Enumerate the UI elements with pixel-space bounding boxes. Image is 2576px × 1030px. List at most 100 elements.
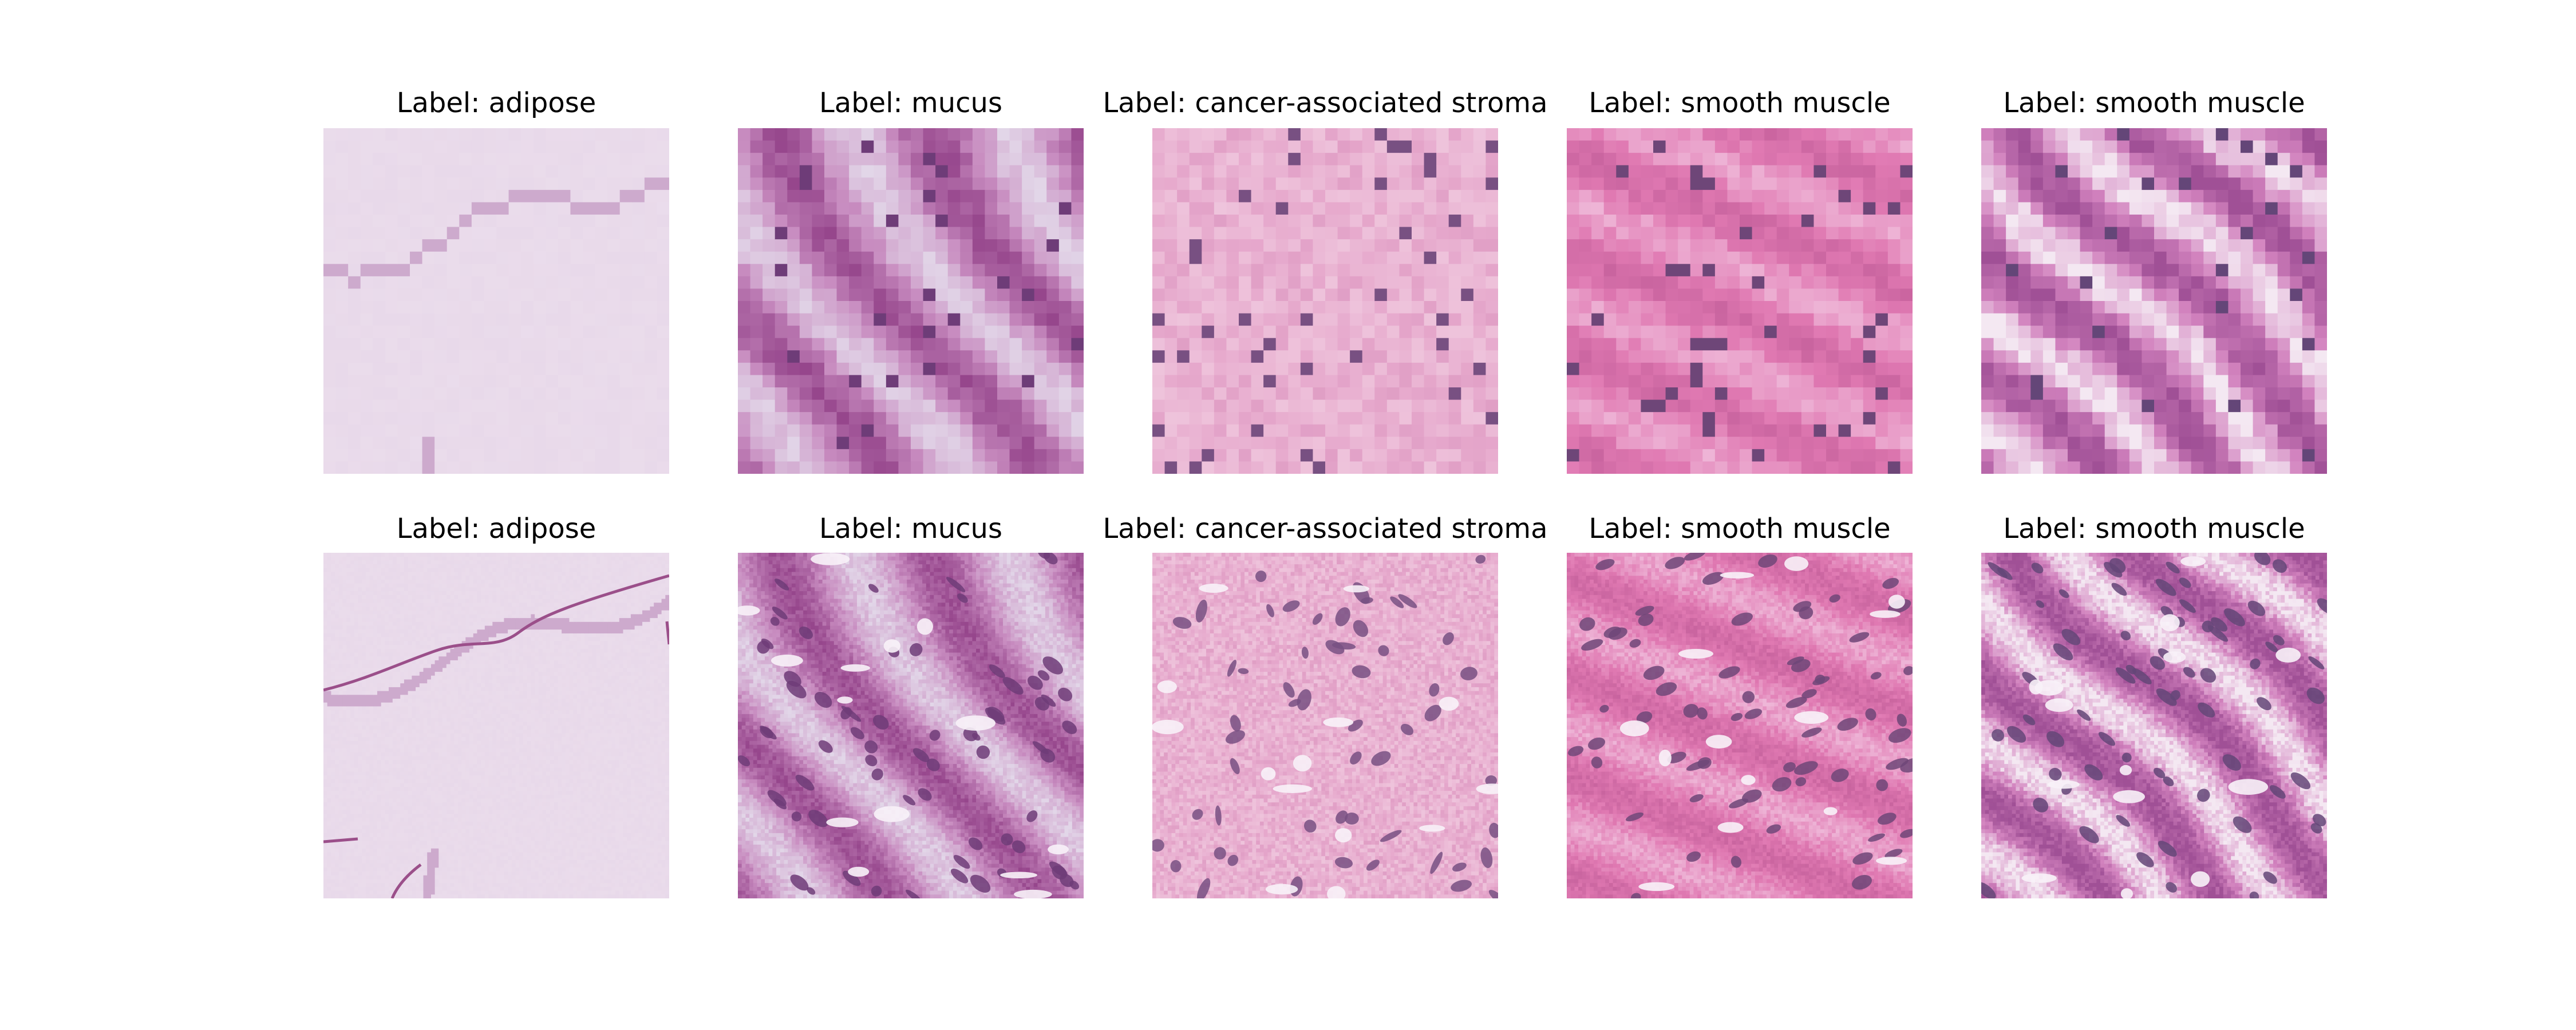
- pixel-cell: [2277, 264, 2290, 277]
- pixel-cell: [1603, 399, 1617, 413]
- pixel-cell: [2166, 140, 2179, 153]
- pixel-cell: [619, 140, 633, 153]
- pixel-cell: [360, 362, 373, 376]
- pixel-cell: [1152, 202, 1165, 215]
- pixel-cell: [1288, 165, 1301, 178]
- texture-cell: [338, 568, 343, 573]
- pixel-cell: [2215, 387, 2229, 401]
- texture-cell: [331, 641, 335, 645]
- pixel-cell: [422, 276, 435, 290]
- pixel-cell: [1993, 227, 2006, 240]
- pixel-cell: [1412, 424, 1425, 437]
- pixel-cell: [2104, 264, 2117, 277]
- pixel-cell: [1362, 301, 1375, 314]
- pixel-cell: [1981, 350, 1994, 363]
- pixel-cell: [997, 128, 1010, 141]
- texture-cell: [342, 852, 347, 857]
- pixel-cell: [812, 153, 825, 166]
- pixel-cell: [886, 338, 899, 351]
- pixel-cell: [2179, 251, 2192, 264]
- pixel-cell: [2104, 387, 2117, 401]
- texture-cell: [350, 668, 355, 672]
- pixel-cell: [762, 140, 776, 153]
- pixel-cell: [1887, 189, 1901, 203]
- texture-cell: [350, 572, 355, 576]
- pixel-cell: [923, 128, 936, 141]
- pixel-cell: [1740, 449, 1753, 462]
- pixel-cell: [2277, 375, 2290, 388]
- pixel-cell: [2018, 313, 2031, 326]
- pixel-cell: [1776, 461, 1789, 474]
- pixel-cell: [1887, 461, 1901, 474]
- pixel-cell: [335, 313, 349, 326]
- texture-cell: [350, 825, 355, 830]
- pixel-cell: [1436, 461, 1449, 474]
- pixel-cell: [1399, 362, 1412, 376]
- pixel-cell: [1814, 140, 1827, 153]
- pixel-cell: [1789, 251, 1802, 264]
- pixel-cell: [496, 461, 509, 474]
- pixel-cell: [750, 387, 763, 401]
- pixel-cell: [1399, 301, 1412, 314]
- texture-cell: [358, 706, 362, 711]
- pixel-cell: [1678, 276, 1691, 290]
- texture-cell: [350, 695, 355, 699]
- pixel-cell: [348, 239, 361, 252]
- texture-cell: [331, 806, 335, 811]
- pixel-cell: [2154, 301, 2167, 314]
- pixel-cell: [2154, 165, 2167, 178]
- pixel-cell: [2104, 399, 2117, 413]
- pixel-cell: [410, 412, 423, 425]
- pixel-cell: [1058, 189, 1072, 203]
- pixel-cell: [2253, 437, 2266, 450]
- pixel-cell: [385, 313, 398, 326]
- pixel-cell: [533, 350, 546, 363]
- pixel-cell: [2030, 276, 2044, 290]
- pixel-cell: [1386, 165, 1400, 178]
- pixel-cell: [2314, 301, 2327, 314]
- pixel-cell: [1752, 301, 1765, 314]
- pixel-cell: [1752, 350, 1765, 363]
- pixel-cell: [1034, 264, 1047, 277]
- pixel-cell: [898, 375, 911, 388]
- pixel-cell: [1678, 399, 1691, 413]
- pixel-cell: [2142, 202, 2155, 215]
- pixel-cell: [323, 251, 337, 264]
- pixel-cell: [923, 264, 936, 277]
- texture-cell: [362, 691, 366, 695]
- texture-cell: [327, 576, 332, 580]
- pixel-cell: [1851, 326, 1864, 339]
- pixel-cell: [2068, 399, 2081, 413]
- pixel-cell: [644, 338, 658, 351]
- pixel-cell: [2253, 189, 2266, 203]
- pixel-cell: [1164, 313, 1178, 326]
- pixel-cell: [1214, 177, 1227, 191]
- texture-cell: [358, 886, 362, 892]
- pixel-cell: [484, 350, 497, 363]
- texture-cell: [365, 652, 370, 657]
- pixel-cell: [1164, 424, 1178, 437]
- pixel-cell: [2228, 449, 2241, 462]
- pixel-cell: [1727, 350, 1740, 363]
- pixel-cell: [558, 288, 571, 302]
- pixel-cell: [484, 276, 497, 290]
- texture-cell: [327, 599, 332, 603]
- pixel-cell: [632, 387, 645, 401]
- texture-cell: [338, 645, 343, 649]
- texture-cell: [358, 748, 362, 753]
- pixel-cell: [1275, 202, 1289, 215]
- pixel-cell: [824, 399, 837, 413]
- pixel-cell: [1251, 437, 1264, 450]
- pixel-cell: [911, 239, 924, 252]
- pixel-cell: [496, 338, 509, 351]
- pixel-cell: [836, 375, 850, 388]
- pixel-cell: [1034, 375, 1047, 388]
- texture-cell: [331, 829, 335, 834]
- texture-cell: [331, 890, 335, 895]
- pixel-cell: [1362, 412, 1375, 425]
- pixel-cell: [619, 264, 633, 277]
- pixel-cell: [1436, 165, 1449, 178]
- pixel-cell: [533, 437, 546, 450]
- texture-cell: [350, 771, 355, 776]
- pixel-cell: [583, 153, 596, 166]
